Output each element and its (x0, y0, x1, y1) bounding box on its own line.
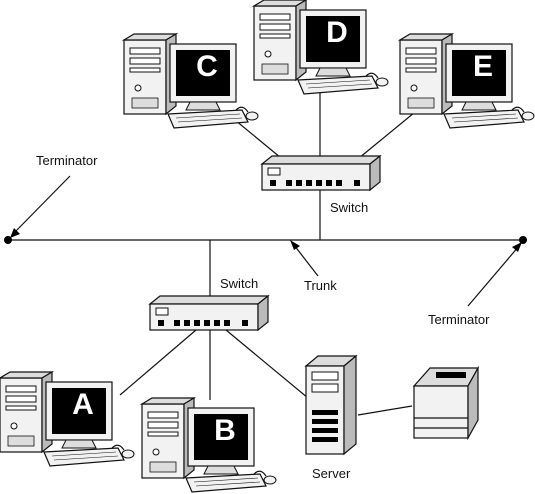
server-tower (304, 354, 358, 456)
computer-e-label: E (473, 50, 493, 83)
terminator-left-arrow (10, 175, 71, 238)
computer-a: A (0, 371, 135, 467)
server-label: Server (312, 466, 351, 481)
terminator-right-label: Terminator (428, 312, 490, 327)
link-switch-bottom-a (119, 329, 197, 396)
computer-e: E (399, 33, 535, 129)
terminator-left-label: Terminator (36, 153, 98, 168)
computer-d-label: D (326, 16, 348, 49)
switch-bottom-label: Switch (220, 276, 258, 291)
link-server-printer (357, 405, 413, 416)
switch-top (261, 155, 381, 191)
trunk-arrow (290, 240, 319, 277)
computer-b-label: B (214, 414, 236, 447)
computer-b: B (141, 397, 277, 493)
terminator-right-arrow (467, 242, 522, 307)
trunk-label: Trunk (304, 278, 337, 293)
terminator-right-dot (519, 236, 527, 244)
computer-d: D (253, 0, 389, 95)
computer-c: C (123, 33, 259, 129)
computer-c-label: C (196, 50, 218, 83)
link-switch-bottom-server (225, 329, 309, 399)
switch-bottom (149, 295, 269, 331)
switch-top-label: Switch (330, 200, 368, 215)
printer (412, 365, 480, 441)
computer-a-label: A (72, 388, 94, 421)
